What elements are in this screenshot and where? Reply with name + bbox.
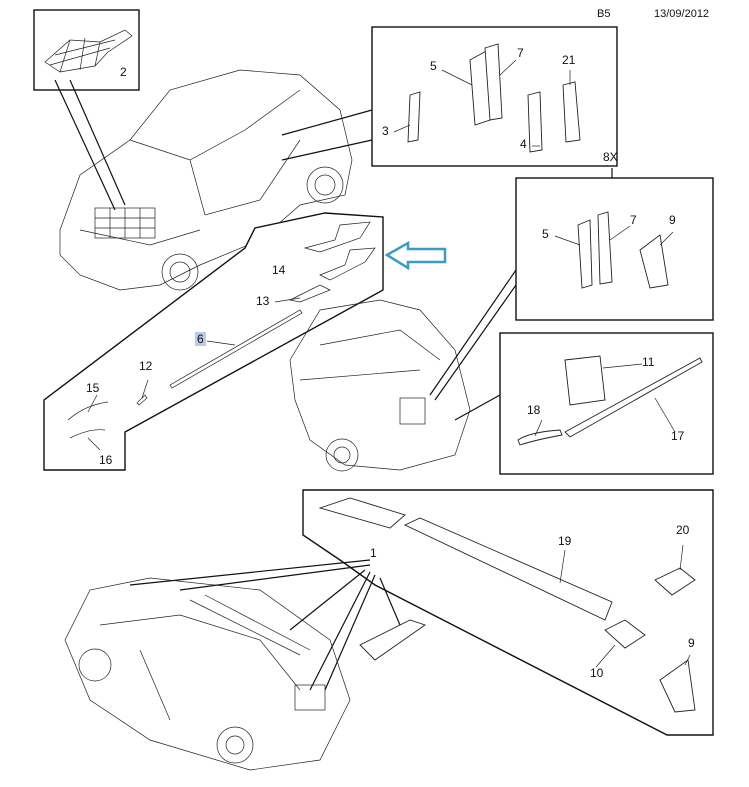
callout-14[interactable]: 14	[272, 263, 286, 277]
callout-2[interactable]: 2	[120, 65, 127, 79]
rear-car-drawing	[289, 299, 471, 472]
callout-7[interactable]: 7	[517, 46, 524, 60]
stripe-leader-lines	[129, 559, 401, 691]
callout-3[interactable]: 3	[382, 124, 389, 138]
callout-5-kit[interactable]: 5	[542, 227, 549, 241]
side-decals	[67, 221, 376, 439]
callout-7-kit[interactable]: 7	[630, 213, 637, 227]
callout-20[interactable]: 20	[676, 523, 690, 537]
hood-decal-panel	[33, 9, 140, 91]
callout-5[interactable]: 5	[430, 59, 437, 73]
stripe-decals	[318, 497, 696, 713]
stripe-decal-panel	[302, 489, 714, 736]
hood-decal-part	[44, 29, 133, 73]
callout-4[interactable]: 4	[520, 137, 527, 151]
rear-decal-panel	[499, 332, 714, 475]
highlight-arrow-icon	[384, 240, 447, 271]
callout-1[interactable]: 1	[370, 546, 377, 560]
callout-13[interactable]: 13	[256, 294, 270, 308]
callout-8x[interactable]: 8X	[603, 150, 618, 164]
bottom-car-drawing	[64, 577, 351, 771]
callout-16[interactable]: 16	[99, 453, 113, 467]
callout-19[interactable]: 19	[558, 534, 572, 548]
callout-17[interactable]: 17	[671, 429, 685, 443]
rear-decals	[517, 355, 703, 446]
page-code: B5	[597, 8, 611, 20]
callout-15[interactable]: 15	[86, 381, 100, 395]
callout-leaders	[87, 59, 691, 668]
callout-12[interactable]: 12	[139, 359, 153, 373]
callout-10[interactable]: 10	[590, 666, 604, 680]
pillar-decal-kit	[577, 211, 669, 289]
callout-9-bottom[interactable]: 9	[688, 636, 695, 650]
callout-21[interactable]: 21	[562, 53, 576, 67]
callout-6-selected[interactable]: 6	[195, 332, 206, 346]
callout-11[interactable]: 11	[642, 355, 655, 369]
front-car-drawing	[59, 69, 353, 291]
revision-date: 13/09/2012	[654, 8, 710, 20]
pillar-decal-kit-panel	[515, 177, 714, 321]
side-decal-panel	[43, 212, 384, 471]
callout-18[interactable]: 18	[527, 403, 541, 417]
callout-9[interactable]: 9	[669, 213, 676, 227]
pillar-decals	[407, 43, 581, 153]
